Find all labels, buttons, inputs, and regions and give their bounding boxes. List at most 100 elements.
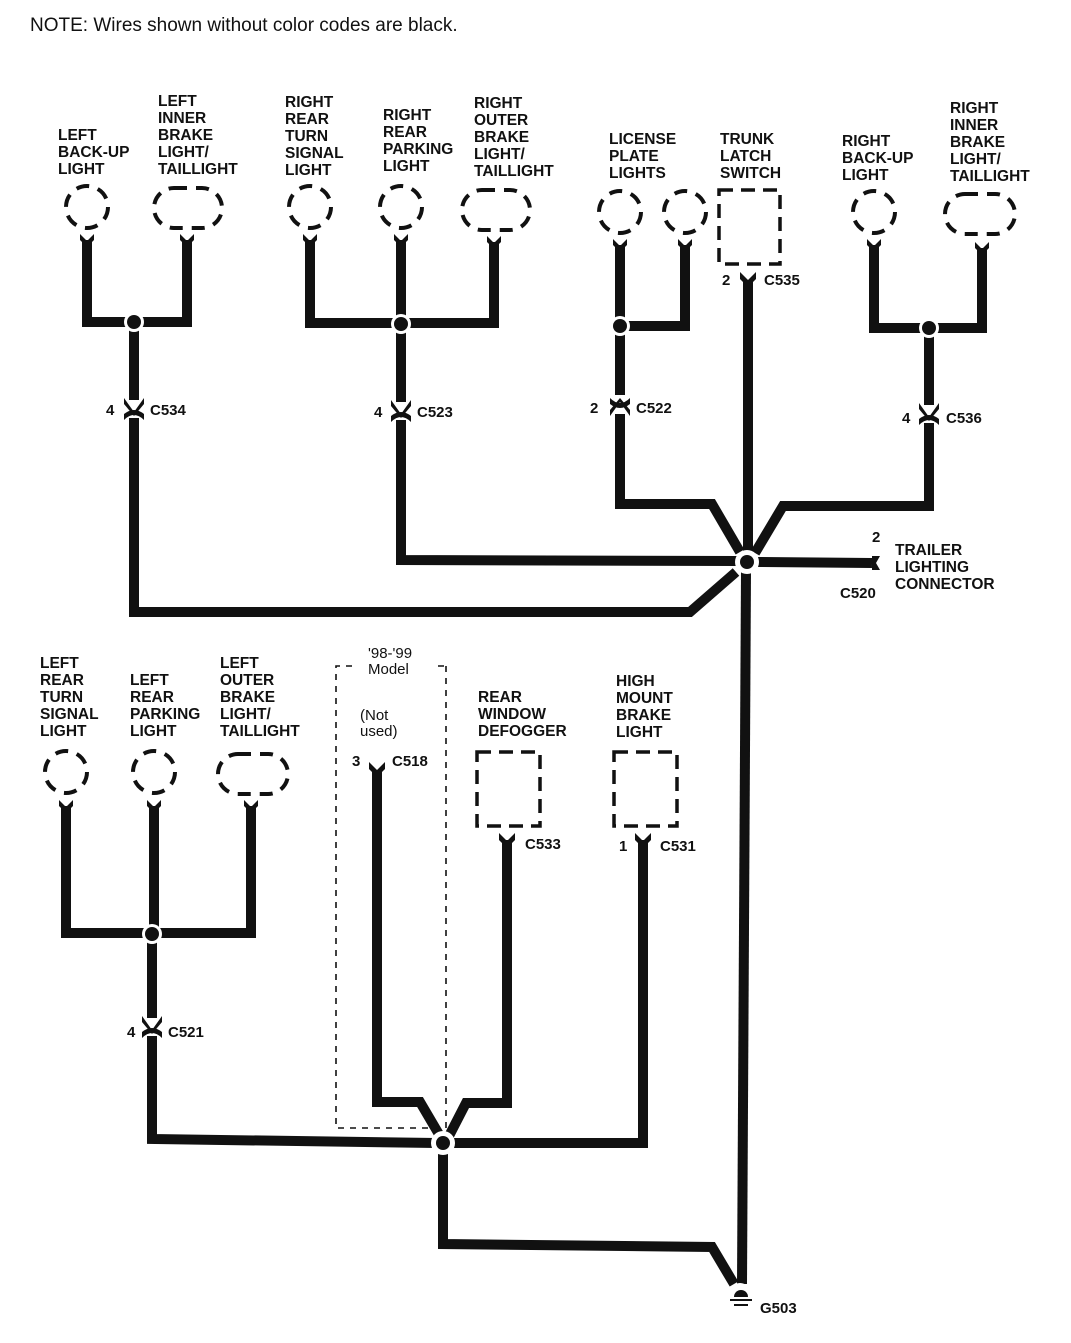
label-line: SWITCH [720, 165, 781, 182]
right-rear-parking-light-icon [378, 184, 424, 230]
left-inner-brake-light-icon [152, 186, 224, 230]
label-line: PARKING [130, 706, 200, 723]
label-line: INNER [950, 117, 998, 134]
label-line: MOUNT [616, 690, 673, 707]
label-line: CONNECTOR [895, 576, 995, 593]
label-line: LIGHT [285, 162, 332, 179]
label-line: LEFT [158, 93, 197, 110]
label-line: DEFOGGER [478, 723, 567, 740]
model-year-box [335, 665, 447, 1129]
label-line: Model [368, 661, 409, 678]
label-line: BRAKE [220, 689, 275, 706]
label-line: SIGNAL [285, 145, 344, 162]
label-line: TAILLIGHT [950, 168, 1030, 185]
rear-window-defogger-icon [475, 750, 542, 828]
left-rear-turn-signal-light-icon [43, 749, 89, 795]
c523-label: C523 [417, 404, 453, 421]
label-line: LIGHT [616, 724, 663, 741]
label-line: TRUNK [720, 131, 775, 148]
label-line: BRAKE [474, 129, 529, 146]
connector-c536-icon [919, 403, 939, 425]
label-line: TAILLIGHT [474, 163, 554, 180]
label-line: TURN [40, 689, 83, 706]
c531-pin: 1 [619, 838, 627, 855]
label-line: LIGHT/ [474, 146, 525, 163]
label-line: REAR [130, 689, 174, 706]
c536-pin: 4 [902, 410, 911, 427]
connector-c523-icon [391, 400, 411, 422]
label-line: LIGHT [58, 161, 105, 178]
note-text: NOTE: Wires shown without color codes ar… [30, 15, 458, 36]
label-line: TAILLIGHT [158, 161, 238, 178]
label-line: LIGHT/ [158, 144, 209, 161]
label-line: RIGHT [474, 95, 523, 112]
ground-label: G503 [760, 1300, 797, 1317]
c520-label: C520 [840, 585, 876, 602]
label-line: TAILLIGHT [220, 723, 300, 740]
right-rear-turn-signal-light-icon [287, 184, 333, 230]
right-inner-brake-light-icon [943, 192, 1017, 236]
c536-label: C536 [946, 410, 982, 427]
c522-pin: 2 [590, 400, 598, 417]
label-line: LIGHT [130, 723, 177, 740]
label-line: LICENSE [609, 131, 676, 148]
label-line: OUTER [474, 112, 528, 129]
label-line: TRAILER [895, 542, 962, 559]
label-line: REAR [40, 672, 84, 689]
wires [61, 240, 987, 1287]
c534-pin: 4 [106, 402, 115, 419]
label-line: LATCH [720, 148, 771, 165]
c535-label: C535 [764, 272, 800, 289]
c520-pin: 2 [872, 529, 880, 546]
label-line: LIGHT [40, 723, 87, 740]
c534-label: C534 [150, 402, 187, 419]
connector-c521-icon [142, 1016, 162, 1038]
connector-c522-icon [610, 398, 630, 416]
label-line: BACK-UP [842, 150, 913, 167]
label-line: BRAKE [950, 134, 1005, 151]
terminal-y-icons [59, 234, 989, 845]
label-line: LIGHT/ [950, 151, 1001, 168]
label-line: RIGHT [950, 100, 999, 117]
right-outer-brake-light-icon [460, 188, 532, 232]
c533-label: C533 [525, 836, 561, 853]
c518-pin: 3 [352, 753, 360, 770]
high-mount-brake-light-icon [612, 750, 679, 828]
splice-points [124, 312, 939, 1155]
c518-label: C518 [392, 753, 428, 770]
right-backup-light-icon [851, 189, 897, 235]
label-line: REAR [383, 124, 427, 141]
label-line: PARKING [383, 141, 453, 158]
ground-g503-icon [729, 1283, 752, 1306]
c531-label: C531 [660, 838, 696, 855]
label-line: HIGH [616, 673, 655, 690]
label-line: REAR [285, 111, 329, 128]
c522-label: C522 [636, 400, 672, 417]
label-line: LIGHT/ [220, 706, 271, 723]
left-outer-brake-light-icon [216, 752, 290, 796]
label-line: LEFT [40, 655, 79, 672]
label-line: LIGHTING [895, 559, 969, 576]
left-rear-parking-light-icon [131, 749, 177, 795]
c521-pin: 4 [127, 1024, 136, 1041]
label-line: LEFT [58, 127, 97, 144]
label-line: LEFT [220, 655, 259, 672]
label-line: LEFT [130, 672, 169, 689]
connector-c534-icon [124, 398, 144, 420]
